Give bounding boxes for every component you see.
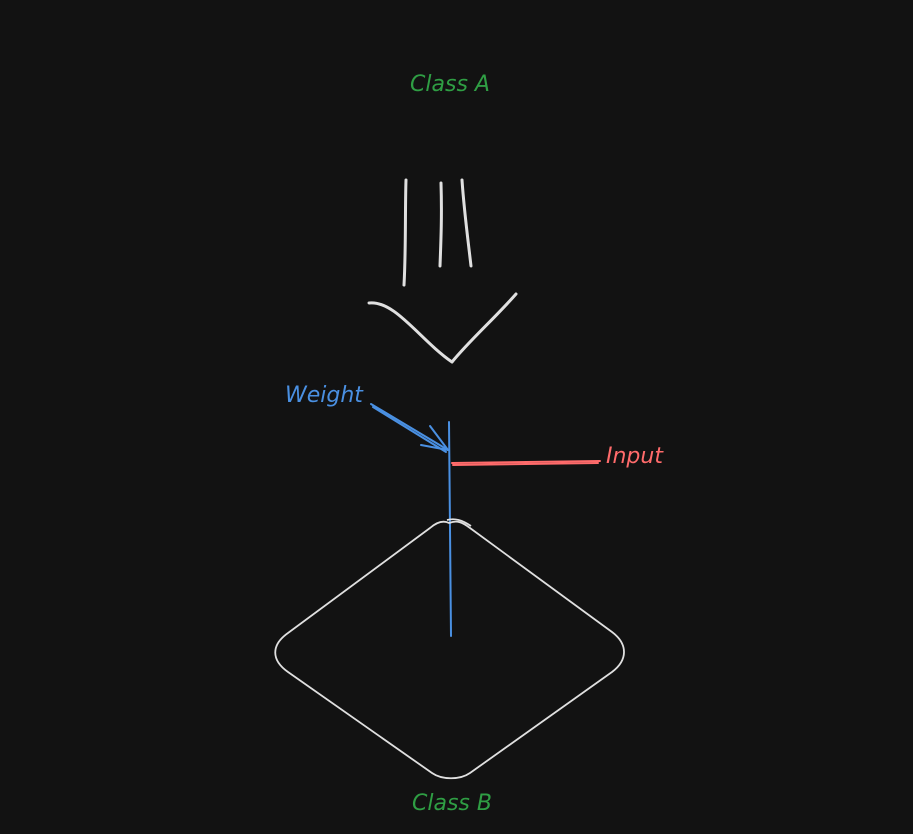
weight-label: Weight xyxy=(285,383,364,408)
weight-arrow xyxy=(370,403,449,453)
down-arrow-icon xyxy=(367,178,518,364)
input-label: Input xyxy=(606,444,664,469)
class-b-label: Class B xyxy=(412,791,492,816)
class-a-label: Class A xyxy=(410,72,490,97)
class-b-diamond xyxy=(274,518,625,780)
weight-line xyxy=(448,421,452,637)
input-line xyxy=(451,460,601,466)
